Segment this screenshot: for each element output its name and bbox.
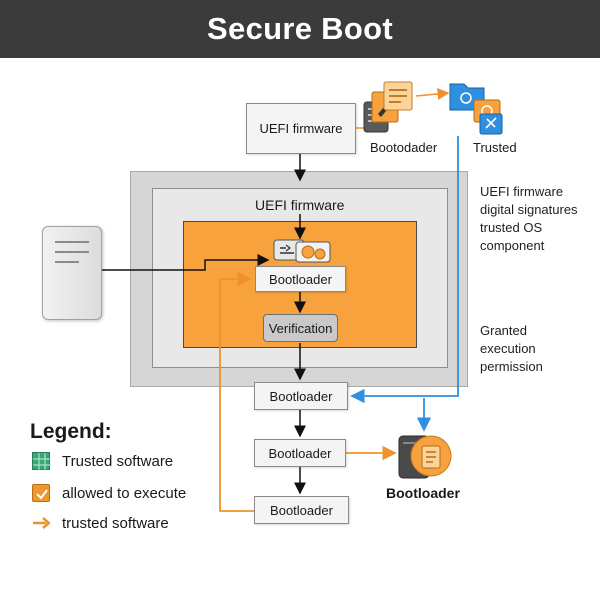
- annotation-line: component: [480, 238, 545, 253]
- legend-title: Legend:: [30, 420, 112, 443]
- legend-label: trusted software: [62, 514, 169, 532]
- annotation-line: execution: [480, 341, 536, 356]
- uefi-firmware-box: UEFI firmware: [246, 103, 356, 154]
- orange-arrow-to-trusted: [415, 88, 450, 100]
- trusted-label: Trusted: [473, 140, 517, 155]
- orange-arrow-icon: [32, 514, 51, 532]
- legend-item-trusted: Trusted software: [32, 452, 174, 471]
- annotation-line: UEFI firmware: [480, 184, 564, 199]
- green-grid-icon: [32, 452, 51, 471]
- signatures-annotation: UEFI firmware digital signatures trusted…: [480, 183, 578, 255]
- annotation-line: Granted: [480, 323, 527, 338]
- legend-item-allowed: allowed to execute: [32, 484, 186, 502]
- page-title: Secure Boot: [0, 0, 600, 58]
- annotation-line: permission: [480, 359, 543, 374]
- legend-label: allowed to execute: [62, 484, 187, 502]
- bootloader-device-icon: [397, 432, 455, 482]
- orange-check-icon: [32, 484, 50, 502]
- bootloader-device-label: Bootloader: [386, 485, 460, 501]
- legend-label: Trusted software: [62, 452, 174, 470]
- bootloader-stack-icon: [362, 80, 418, 136]
- bootloader-box-2: Bootloader: [254, 439, 346, 467]
- verification-box: Verification: [263, 314, 338, 342]
- permission-annotation: Granted execution permission: [480, 322, 543, 376]
- bootloader-box-3: Bootloader: [254, 496, 349, 524]
- uefi-inner-label: UEFI firmware: [255, 197, 345, 213]
- legend-item-arrow: trusted software: [32, 514, 169, 532]
- bootloader-box-1: Bootloader: [254, 382, 348, 410]
- annotation-line: digital signatures: [480, 202, 578, 217]
- bootloader-inner-box: Bootloader: [255, 266, 346, 292]
- signature-icon: [272, 238, 334, 264]
- trusted-folders-icon: [446, 76, 506, 138]
- server-icon: [42, 226, 102, 320]
- bootodader-label: Bootodader: [370, 140, 438, 155]
- annotation-line: trusted OS: [480, 220, 543, 235]
